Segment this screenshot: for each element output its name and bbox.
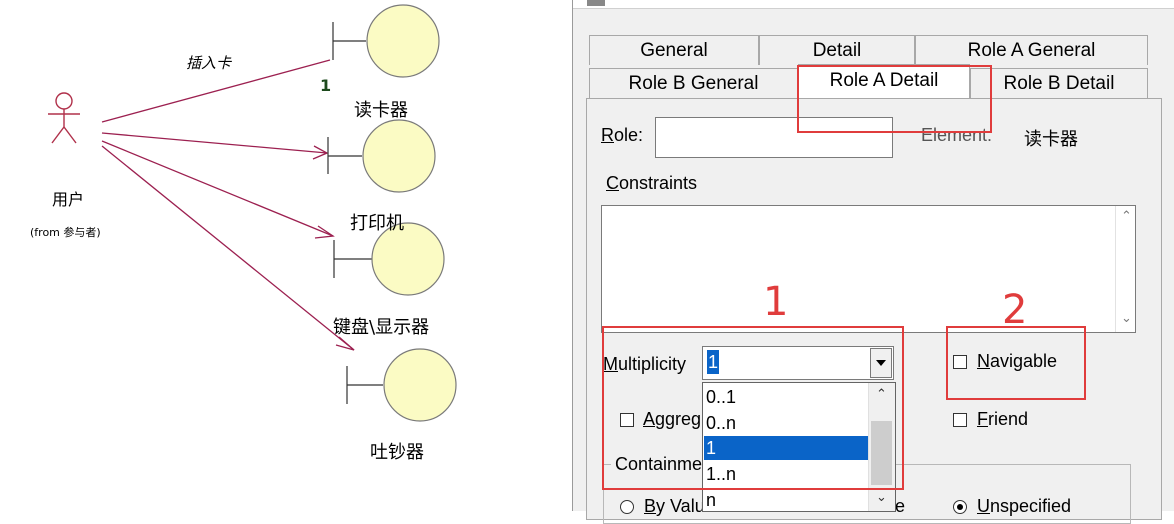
constraints-textarea[interactable]: ⌃ ⌄	[601, 205, 1136, 333]
scroll-down-icon[interactable]: ⌄	[1121, 311, 1132, 326]
option-n[interactable]: n	[706, 490, 717, 510]
tab-role-a-detail[interactable]: Role A Detail	[798, 64, 970, 98]
boundary-icon-cash-dispenser	[346, 348, 457, 422]
association-line-keyboard	[101, 140, 334, 237]
containment-label: Containme	[611, 454, 707, 475]
option-1[interactable]: 1	[704, 436, 870, 460]
boundary-name-keyboard-display[interactable]: 键盘\显示器	[333, 317, 430, 338]
association-lines	[101, 59, 355, 351]
by-value-radio[interactable]	[620, 500, 634, 514]
element-value: 读卡器	[1024, 129, 1078, 149]
navigable-checkbox[interactable]	[953, 355, 967, 369]
association-label[interactable]: 插入卡	[186, 54, 232, 72]
association-line-dispenser	[101, 145, 355, 351]
annotation-box-multiplicity	[602, 326, 904, 490]
scroll-thumb[interactable]	[871, 421, 892, 485]
tab-label: Role A General	[967, 39, 1096, 61]
option-0-1[interactable]: 0..1	[706, 387, 737, 407]
annotation-box-navigable	[946, 326, 1086, 400]
multiplicity-dropdown[interactable]: 1	[702, 346, 894, 380]
multiplicity-label: Multiplicity	[603, 354, 687, 374]
arrowhead-icon	[312, 145, 329, 160]
tab-role-b-detail[interactable]: Role B Detail	[970, 68, 1148, 98]
tab-role-a-general[interactable]: Role A General	[915, 35, 1148, 65]
boundary-icon-keyboard-display	[333, 222, 445, 296]
aggregate-checkbox[interactable]	[620, 413, 634, 427]
association-specification-dialog: General Detail Role A General Role B Gen…	[572, 0, 1174, 524]
scroll-up-icon[interactable]: ⌃	[1121, 209, 1132, 224]
friend-checkbox[interactable]	[953, 413, 967, 427]
multiplicity-label: 1	[320, 76, 332, 95]
boundary-name-cash-dispenser[interactable]: 吐钞器	[370, 442, 424, 463]
option-1-n[interactable]: 1..n	[706, 464, 737, 484]
annotation-box-active-tab	[797, 65, 992, 133]
arrowhead-icon	[335, 336, 355, 351]
boundary-name-printer[interactable]: 打印机	[350, 213, 404, 234]
boundary-icon-card-reader	[332, 4, 440, 78]
tab-general[interactable]: General	[589, 35, 759, 65]
role-label: Role:	[601, 125, 644, 145]
navigable-label[interactable]: Navigable	[977, 351, 1058, 371]
aggregate-label[interactable]: Aggreg	[643, 409, 702, 429]
annotation-number-2: 2	[1002, 287, 1028, 333]
association-line-card-reader	[101, 59, 331, 123]
class-diagram-canvas[interactable]: 用户 (from 参与者) 插入卡 1 读卡器 打印机 键盘\显示器 吐钞器	[0, 0, 575, 511]
multiplicity-value: 1	[707, 350, 720, 374]
diagram-graphics	[48, 4, 457, 422]
actor-icon	[48, 92, 80, 144]
multiplicity-options-list[interactable]: 0..1 0..n 1 1..n n ⌃ ⌄	[702, 382, 896, 512]
app-icon	[587, 0, 605, 6]
element-label: Element:	[921, 125, 993, 145]
tab-label: Detail	[812, 39, 862, 61]
actor-package: (from 参与者)	[30, 226, 101, 239]
tab-label: Role B Detail	[1003, 72, 1115, 94]
constraints-label: Constraints	[606, 173, 698, 193]
boundary-name-card-reader[interactable]: 读卡器	[354, 100, 408, 121]
scroll-down-icon[interactable]: ⌄	[876, 490, 887, 505]
tab-role-b-general[interactable]: Role B General	[589, 68, 798, 98]
association-line-printer	[101, 132, 328, 154]
constraints-scrollbar[interactable]: ⌃ ⌄	[1115, 206, 1135, 332]
option-0-n[interactable]: 0..n	[706, 413, 737, 433]
tab-label: General	[640, 39, 708, 61]
by-reference-label[interactable]: e	[895, 496, 906, 516]
role-input[interactable]	[655, 117, 893, 158]
boundary-icon-printer	[327, 119, 436, 193]
chevron-down-icon	[876, 360, 886, 366]
tab-label: Role A Detail	[829, 69, 939, 91]
tab-detail[interactable]: Detail	[759, 35, 915, 65]
annotation-number-1: 1	[763, 279, 789, 325]
dialog-title-bar[interactable]	[573, 0, 1174, 9]
by-value-label[interactable]: By Valu	[644, 496, 705, 516]
scroll-up-icon[interactable]: ⌃	[876, 387, 887, 402]
friend-label[interactable]: Friend	[977, 409, 1029, 429]
actor-name[interactable]: 用户	[52, 190, 85, 209]
arrowhead-icon	[314, 225, 335, 239]
unspecified-radio[interactable]	[953, 500, 967, 514]
dropdown-button[interactable]	[870, 348, 892, 378]
unspecified-label[interactable]: Unspecified	[977, 496, 1072, 516]
tab-label: Role B General	[628, 72, 759, 94]
